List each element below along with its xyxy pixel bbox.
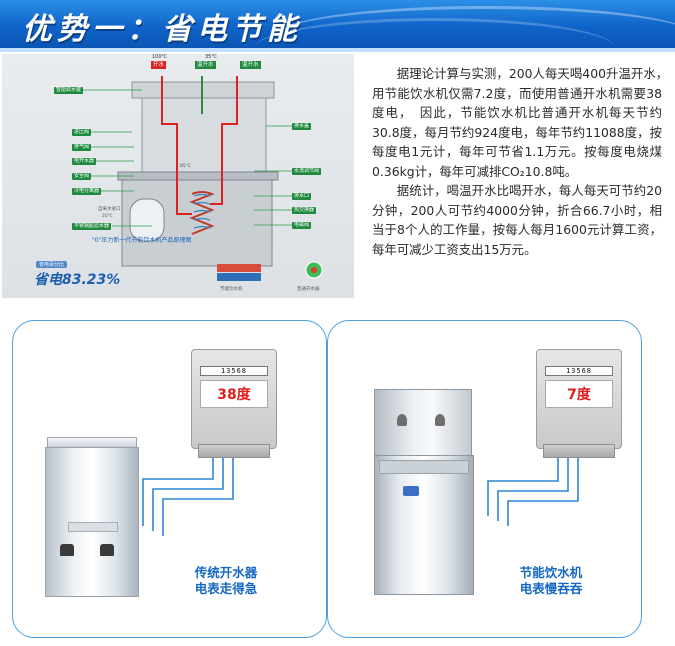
electric-meter: 13568 7度 <box>536 349 622 458</box>
inlet-temp: 20℃ <box>102 214 113 219</box>
wiring-lines <box>142 453 234 536</box>
comparison-panel-traditional: 13568 38度 传统开水器 电表走得急 <box>12 320 327 638</box>
header-banner: 优势一：省电节能 <box>0 0 675 50</box>
caption-line: 电表慢吞吞 <box>519 581 583 596</box>
faucet-icon <box>435 414 445 426</box>
meter-screen: 38度 <box>200 380 268 408</box>
meter-screen: 7度 <box>545 380 613 408</box>
traditional-boiler <box>45 447 139 597</box>
principle-diagram: 100℃ 35℃ 开水 温开水 温开水 智能取水键 进压阀 排气阀 电开水器 安… <box>2 54 354 298</box>
caption-line: 传统开水器 <box>194 565 258 580</box>
component-label: 电开水器 <box>72 158 97 165</box>
meter-reading: 38度 <box>217 387 251 403</box>
component-label: 水流调节阀 <box>292 168 322 175</box>
page-title: 优势一：省电节能 <box>22 12 302 47</box>
component-label: 排气阀 <box>72 144 92 151</box>
saving-small-label: 省电百分比 <box>36 261 68 268</box>
component-label: 不锈钢超滤水器 <box>72 223 112 230</box>
banner-wave <box>275 6 675 50</box>
component-label: 智能取水键 <box>54 87 84 94</box>
component-label: 电磁阀 <box>292 222 312 229</box>
component-label: 排水口 <box>292 193 312 200</box>
legend-label: 普通开水器 <box>297 287 320 292</box>
panel-caption: 传统开水器 电表走得急 <box>171 565 281 597</box>
saving-badge: 省电百分比 省电83.23% <box>32 260 142 288</box>
paragraph: 据理论计算与实测，200人每天喝400升温开水， 用节能饮水机仅需7.2度，而使… <box>372 66 675 179</box>
description-text: 据理论计算与实测，200人每天喝400升温开水， 用节能饮水机仅需7.2度，而使… <box>372 64 675 259</box>
meter-counter: 13568 <box>545 366 613 376</box>
center-temp: 85℃ <box>180 164 191 169</box>
control-plate <box>68 522 118 532</box>
faucet-icon <box>397 414 407 426</box>
drip-tray <box>379 460 469 474</box>
comparison-panel-energy-saving: 13568 7度 节能饮水机 电表慢吞吞 <box>327 320 642 638</box>
legend-label: 节能饮水机 <box>220 287 243 292</box>
temp-label: 35℃ <box>205 54 217 60</box>
warm-water-tag: 温开水 <box>195 61 216 69</box>
caption-line: 节能饮水机 <box>519 565 583 580</box>
component-label: 热交换器 <box>292 207 317 214</box>
meter-base <box>543 444 615 458</box>
logo-badge <box>403 486 419 496</box>
component-label: 安全阀 <box>72 173 92 180</box>
meter-reading: 7度 <box>567 387 591 403</box>
dispenser-backboard <box>374 389 472 457</box>
machine-schematic <box>82 76 323 281</box>
warm-water-tag: 温开水 <box>240 61 261 69</box>
tap-icon <box>100 544 114 556</box>
inlet-label: 自来水进口 <box>98 207 121 212</box>
panel-caption: 节能饮水机 电表慢吞吞 <box>496 565 606 597</box>
caption-line: 电表走得急 <box>194 581 258 596</box>
banner-divider <box>0 48 675 52</box>
boiling-water-tag: 开水 <box>151 61 167 69</box>
meter-base <box>198 444 270 458</box>
tap-icon <box>60 544 74 556</box>
meter-counter: 13568 <box>200 366 268 376</box>
banner-wave <box>255 18 615 50</box>
diagram-caption: "0"压力新一代节能饮水机产品原理图 <box>92 237 192 244</box>
component-label: 进压阀 <box>72 129 92 136</box>
saving-percentage: 省电83.23% <box>34 272 121 288</box>
wiring-lines <box>487 453 579 526</box>
paragraph: 据统计，喝温开水比喝开水，每人每天可节约20分钟，200人可节约4000分钟，折… <box>372 183 662 257</box>
temp-label: 100℃ <box>152 54 168 60</box>
energy-saving-dispenser <box>374 455 474 595</box>
electric-meter: 13568 38度 <box>191 349 277 458</box>
component-label: 排水盖 <box>292 123 312 130</box>
component-label: 冷电分离器 <box>72 188 102 195</box>
